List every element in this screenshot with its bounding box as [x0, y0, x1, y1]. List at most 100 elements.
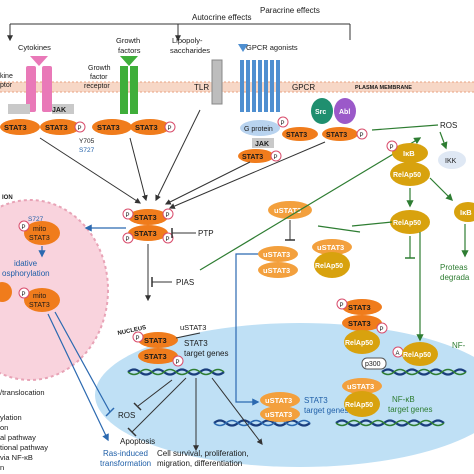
phospho-m2-label: P — [168, 126, 172, 132]
cytokine-receptor-label-2: ptor — [0, 82, 13, 89]
nuc-pstat3-b: STAT3 — [348, 319, 371, 328]
cytokine-ligand — [30, 56, 48, 66]
gf-receptor-label-3: receptor — [84, 83, 110, 90]
stat3-m2a: STAT3 — [97, 123, 120, 132]
tlr-label: TLR — [194, 83, 209, 92]
stat3-target-genes-2: target genes — [184, 349, 228, 358]
s727-label: S727 — [79, 147, 95, 154]
dna-strand-4 — [381, 368, 467, 376]
growth-factor-ligand — [120, 56, 138, 66]
dna-strand-3 — [335, 419, 445, 427]
mito-phospho-1 — [18, 220, 30, 232]
paracrine-label: Paracrine effects — [260, 6, 320, 15]
nuc-pstat3-p2 — [376, 322, 388, 334]
p300-label: p300 — [365, 361, 381, 368]
nuc-phospho-1-label: P — [136, 336, 140, 342]
nuc-relap50-2-label: RelAp50 — [345, 402, 373, 409]
phospho-gpcr-3 — [356, 128, 368, 140]
mito-stat3-2-l2: STAT3 — [29, 302, 50, 309]
mito-phospho-2-label: P — [22, 292, 26, 298]
central-phospho-2 — [162, 208, 174, 220]
nuc-pstat3-p1-label: P — [340, 303, 344, 309]
src-kinase — [311, 98, 333, 124]
stat3-gpcr-1 — [238, 149, 274, 163]
nuc-phospho-1 — [132, 331, 144, 343]
nuc-ustat3-top-label: uSTAT3 — [265, 396, 292, 405]
ustat3-cyto — [268, 201, 312, 219]
nfkb-target-2: target genes — [388, 405, 432, 414]
ustat3-relap50-u-label: uSTAT3 — [317, 243, 344, 252]
nuc-ustat3-bottom-label: uSTAT3 — [265, 410, 292, 419]
phospho-gpcr-1 — [270, 150, 282, 162]
ikb-right — [454, 202, 474, 222]
nuc-pstat3-a: STAT3 — [348, 303, 371, 312]
jak-box-1 — [8, 104, 30, 114]
growth-factors-label-2: factors — [118, 46, 141, 55]
ikb-phospho-label: P — [390, 145, 394, 151]
left-list-item-2: ylation — [0, 413, 22, 422]
ikk — [438, 151, 466, 169]
gf-receptor-right — [130, 66, 138, 114]
ras-label-2: transformation — [100, 459, 151, 468]
apoptosis-label: Apoptosis — [120, 437, 155, 446]
central-phospho-3 — [122, 232, 134, 244]
mito-stat3-1-l1: mito — [33, 226, 46, 233]
ox-phos-1: idative — [14, 259, 38, 268]
lps-label-2: saccharides — [170, 46, 210, 55]
left-list-item-5: tional pathway — [0, 443, 48, 452]
nuc-ustat3-label: uSTAT3 — [180, 323, 206, 332]
plasma-membrane-label: PLASMA MEMBRANE — [355, 85, 412, 91]
left-list-item-6: via NF-κB — [0, 453, 33, 462]
central-phospho-1 — [122, 208, 134, 220]
stat3-gpcr-2-label: STAT3 — [286, 132, 307, 139]
nuc-relap50-4-label: RelAp50 — [403, 352, 431, 359]
gf-receptor-label-1: Growth — [88, 65, 111, 72]
src-label: Src — [315, 109, 326, 116]
stat3-m1a: STAT3 — [4, 123, 27, 132]
nuc-phospho-2 — [172, 355, 184, 367]
cytokine-receptor-label-1: kine — [0, 73, 13, 80]
ustat3-dimer-bottom-label: uSTAT3 — [263, 266, 290, 275]
nuc-relap50-3-label: RelAp50 — [345, 340, 373, 347]
g-protein-label: G protein — [244, 126, 273, 133]
stat3-gpcr-2 — [282, 127, 318, 141]
mito-phospho-2 — [18, 287, 30, 299]
phospho-gpcr-1-label: P — [274, 155, 278, 161]
abl-kinase — [334, 98, 356, 124]
mito-stat3-1-l2: STAT3 — [29, 235, 50, 242]
gpcr-agonist-ligand — [238, 44, 248, 52]
jak-label-1: JAK — [52, 107, 66, 114]
jak-box-2 — [52, 104, 74, 114]
ustat3-target-1: STAT3 — [304, 396, 328, 405]
phospho-gpcr-2-label: P — [281, 121, 285, 127]
nuc-stat3-top: STAT3 — [144, 336, 167, 345]
plasma-membrane — [0, 82, 474, 92]
outcomes-1: Cell survival, proliferation, — [157, 449, 249, 458]
nuclear-stat3-dimer — [138, 332, 178, 364]
central-stat3-dimer — [128, 209, 168, 241]
phospho-m1 — [74, 121, 86, 133]
left-list-item-4: al pathway — [0, 433, 36, 442]
mito-s727: S727 — [28, 216, 44, 223]
stat3-gpcr-3-label: STAT3 — [326, 132, 347, 139]
membrane-stat3-dimer-2 — [92, 119, 170, 135]
nucleus-label: NUCLEUS — [117, 325, 147, 337]
autocrine-label: Autocrine effects — [192, 13, 251, 22]
gf-receptor-left — [120, 66, 128, 114]
mitochondrion — [0, 199, 109, 381]
mito-stat3-1 — [24, 221, 60, 245]
gpcr-agonists-label: GPCR agonists — [246, 43, 298, 52]
ox-phos-2: osphorylation — [2, 269, 50, 278]
ustat3-cyto-label: uSTAT3 — [274, 206, 301, 215]
mito-stat3-2-l1: mito — [33, 293, 46, 300]
central-phospho-4-label: P — [166, 237, 170, 243]
nfkb-target-1: NF-κB — [392, 395, 415, 404]
pias-label: PIAS — [176, 278, 194, 287]
lps-label-1: Lipopoly- — [172, 36, 203, 45]
proteasome-2: degrada — [440, 273, 470, 282]
ros-right-label: ROS — [440, 121, 457, 130]
nuc-phospho-2-label: P — [176, 360, 180, 366]
ikk-label: IKK — [445, 158, 457, 165]
g-protein — [240, 120, 280, 136]
relap50-cyto-2-label: RelAp50 — [393, 220, 421, 227]
